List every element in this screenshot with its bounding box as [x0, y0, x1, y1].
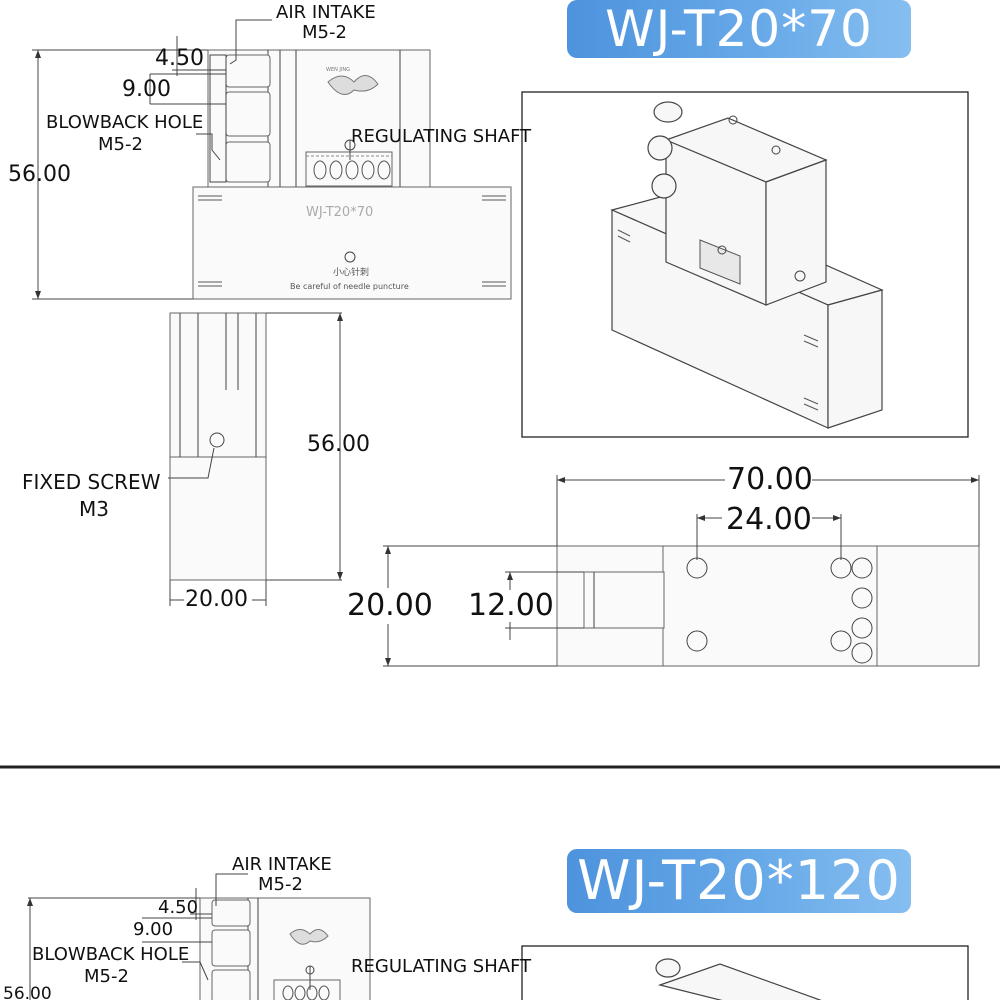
dim-70-label: 70.00 — [727, 462, 813, 497]
top-view-head — [662, 545, 878, 667]
engraved-model: WJ-T20*70 — [306, 205, 374, 220]
dim-56-side-label: 56.00 — [307, 432, 370, 457]
dim-9-00-label: 9.00 — [122, 77, 171, 102]
engraved-warning: Be careful of needle puncture — [290, 282, 409, 291]
side-view — [168, 312, 343, 606]
air-intake-label-2: AIR INTAKE — [232, 854, 332, 875]
dim-20-top-label: 20.00 — [347, 588, 433, 623]
regulating-shaft-label-2: REGULATING SHAFT — [351, 956, 532, 977]
front-lower-block — [192, 186, 512, 300]
blowback-hole-label-2: BLOWBACK HOLE — [32, 944, 190, 965]
model-title-2: WJ-T20*120 — [577, 849, 901, 912]
brand-logo — [327, 75, 379, 95]
bottom-isometric-view — [521, 945, 969, 1000]
dim-9-00-label-2: 9.00 — [133, 919, 174, 940]
blowback-fitting — [225, 91, 271, 137]
blowback-thread-label: M5-2 — [98, 134, 143, 155]
blowback-fitting-2 — [225, 141, 271, 183]
air-intake-label: AIR INTAKE — [276, 2, 376, 23]
regulating-shaft-label: REGULATING SHAFT — [351, 126, 532, 147]
blowback-thread-label-2: M5-2 — [84, 966, 129, 987]
engraved-chinese: 小心针刺 — [333, 268, 370, 278]
dim-56-front-label: 56.00 — [8, 162, 71, 187]
air-intake-thread-label-2: M5-2 — [258, 874, 303, 895]
side-lower — [169, 456, 267, 581]
air-intake-fitting — [225, 54, 271, 88]
air-intake-thread-label: M5-2 — [302, 22, 347, 43]
model-title-badge: WJ-T20*70 — [567, 0, 911, 58]
model-title: WJ-T20*70 — [605, 0, 873, 58]
front-view — [32, 19, 512, 300]
dim-4-50-label: 4.50 — [155, 46, 204, 71]
regulating-shaft-window — [305, 151, 393, 187]
dim-20-side-label: 20.00 — [185, 587, 248, 612]
dim-4-50-label-2: 4.50 — [158, 897, 199, 918]
isometric-view — [521, 91, 969, 438]
fixed-screw-thread-label: M3 — [79, 497, 109, 521]
dim-24-label: 24.00 — [726, 502, 812, 537]
dim-56-front-label-2: 56.00 — [3, 984, 52, 1004]
bottom-front-view — [27, 873, 371, 1000]
engraved-brand: WEN JING — [326, 67, 350, 73]
fixed-screw-hole — [209, 432, 225, 448]
side-upper — [169, 312, 267, 458]
fixed-screw-label: FIXED SCREW — [22, 470, 161, 494]
top-view — [383, 475, 980, 667]
model-title-badge-2: WJ-T20*120 — [567, 849, 911, 913]
blowback-hole-label: BLOWBACK HOLE — [46, 112, 204, 133]
dim-12-label: 12.00 — [468, 588, 554, 623]
